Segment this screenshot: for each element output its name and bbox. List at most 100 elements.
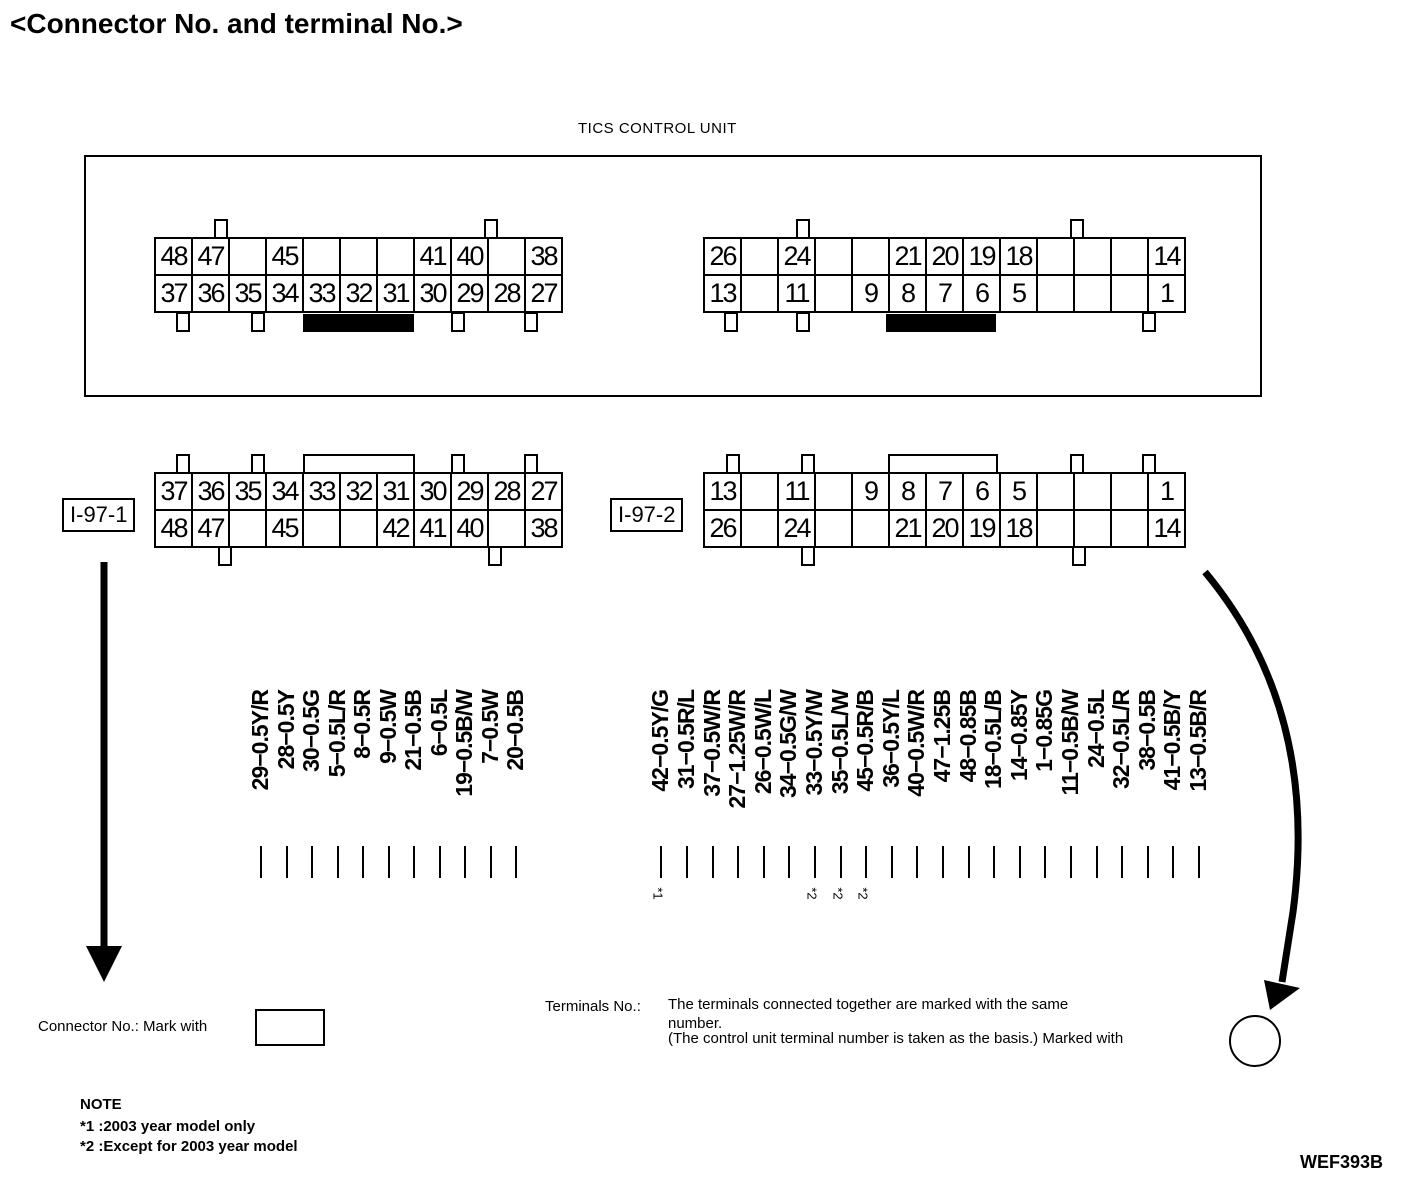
wire-line [515, 846, 517, 878]
wire-line [686, 846, 688, 878]
terminal-cell [230, 511, 267, 548]
terminal-cell: 33 [304, 276, 341, 313]
terminal-cell [742, 239, 779, 276]
terminal-cell: 47 [193, 239, 230, 276]
terminal-cell: 38 [526, 511, 563, 548]
wire-line [660, 846, 663, 878]
terminal-cell: 35 [230, 474, 267, 511]
terminal-cell: 47 [193, 511, 230, 548]
wire-line [993, 846, 996, 878]
terminal-cell: 37 [156, 276, 193, 313]
terminal-cell: 9 [853, 276, 890, 313]
connector-key-bar [886, 314, 996, 332]
terminal-cell [378, 239, 415, 276]
terminal-cell: 1 [1149, 276, 1186, 313]
wire-line [260, 846, 262, 878]
terminal-cell: 40 [452, 239, 489, 276]
terminal-cell: 14 [1149, 511, 1186, 548]
terminal-cell: 26 [705, 511, 742, 548]
terminal-cell [853, 511, 890, 548]
terminal-cell [489, 239, 526, 276]
terminal-cell: 5 [1001, 276, 1038, 313]
terminal-mark-circle [1229, 1015, 1281, 1067]
terminal-cell: 28 [489, 276, 526, 313]
figure-id: WEF393B [1300, 1152, 1384, 1172]
wire-line [865, 846, 868, 878]
terminal-cell: 35 [230, 276, 267, 313]
terminal-cell: 18 [1001, 511, 1038, 548]
note-heading: NOTE [80, 1096, 122, 1113]
left-arrow-head [86, 946, 122, 982]
terminal-cell [304, 511, 341, 548]
connector-lock-tab [724, 312, 738, 332]
terminal-cell: 41 [415, 239, 452, 276]
wire-line [1121, 846, 1124, 878]
wire-line [285, 846, 288, 878]
terminal-cell: 13 [705, 474, 742, 511]
terminal-cell: 32 [341, 276, 378, 313]
wire-line [489, 846, 492, 878]
terminal-cell: 34 [267, 474, 304, 511]
terminal-cell [742, 276, 779, 313]
terminal-cell: 36 [193, 474, 230, 511]
terminal-cell: 6 [964, 276, 1001, 313]
connector-lock-tab [251, 312, 265, 332]
terminal-cell [230, 239, 267, 276]
terminal-cell [304, 239, 341, 276]
terminal-cell: 19 [964, 239, 1001, 276]
terminals-legend-line2: number. [668, 1015, 723, 1032]
terminal-cell [816, 474, 853, 511]
right-arrow-curve [1202, 569, 1302, 983]
terminal-cell: 34 [267, 276, 304, 313]
terminal-cell [816, 511, 853, 548]
terminal-cell: 5 [1001, 474, 1038, 511]
connector-lock-tab [451, 312, 465, 332]
wire-line [1070, 846, 1072, 878]
wire-line [387, 846, 390, 878]
terminal-cell: 20 [927, 239, 964, 276]
connector-lock-tab [1072, 546, 1086, 566]
terminal-cell: 11 [779, 474, 816, 511]
wire-line [362, 846, 364, 878]
wire-line [711, 846, 714, 878]
terminal-cell: 14 [1149, 239, 1186, 276]
terminal-cell: 33 [304, 474, 341, 511]
terminal-cell: 31 [378, 276, 415, 313]
terminal-cell [816, 276, 853, 313]
terminal-cell: 30 [415, 474, 452, 511]
note-1: *1 :2003 year model only [80, 1118, 256, 1135]
terminal-cell [489, 511, 526, 548]
wire-line [464, 846, 466, 878]
terminal-cell: 6 [964, 474, 1001, 511]
connector-lock-tab [796, 312, 810, 332]
terminal-cell: 37 [156, 474, 193, 511]
terminal-cell: 36 [193, 276, 230, 313]
terminal-cell: 13 [705, 276, 742, 313]
terminal-cell [1112, 474, 1149, 511]
terminal-cell: 21 [890, 511, 927, 548]
connector-key-bar [303, 314, 414, 332]
terminal-cell [341, 239, 378, 276]
terminal-cell [816, 239, 853, 276]
terminal-cell [1075, 511, 1112, 548]
wire-line [916, 846, 919, 878]
terminal-cell: 9 [853, 474, 890, 511]
terminal-cell: 20 [927, 511, 964, 548]
terminal-cell [1075, 474, 1112, 511]
terminal-cell: 48 [156, 511, 193, 548]
connector-no-legend: Connector No.: Mark with [38, 1018, 208, 1035]
wire-line [890, 846, 893, 878]
terminal-cell: 27 [526, 474, 563, 511]
terminal-cell [742, 474, 779, 511]
terminal-cell: 40 [452, 511, 489, 548]
terminal-cell: 19 [964, 511, 1001, 548]
terminal-cell: 7 [927, 474, 964, 511]
wire-line [1095, 846, 1098, 878]
terminal-cell: 1 [1149, 474, 1186, 511]
terminals-legend-label: Terminals No.: [545, 998, 641, 1015]
terminal-cell [1075, 276, 1112, 313]
connector-label-i-97-1: I-97-1 [62, 498, 136, 532]
